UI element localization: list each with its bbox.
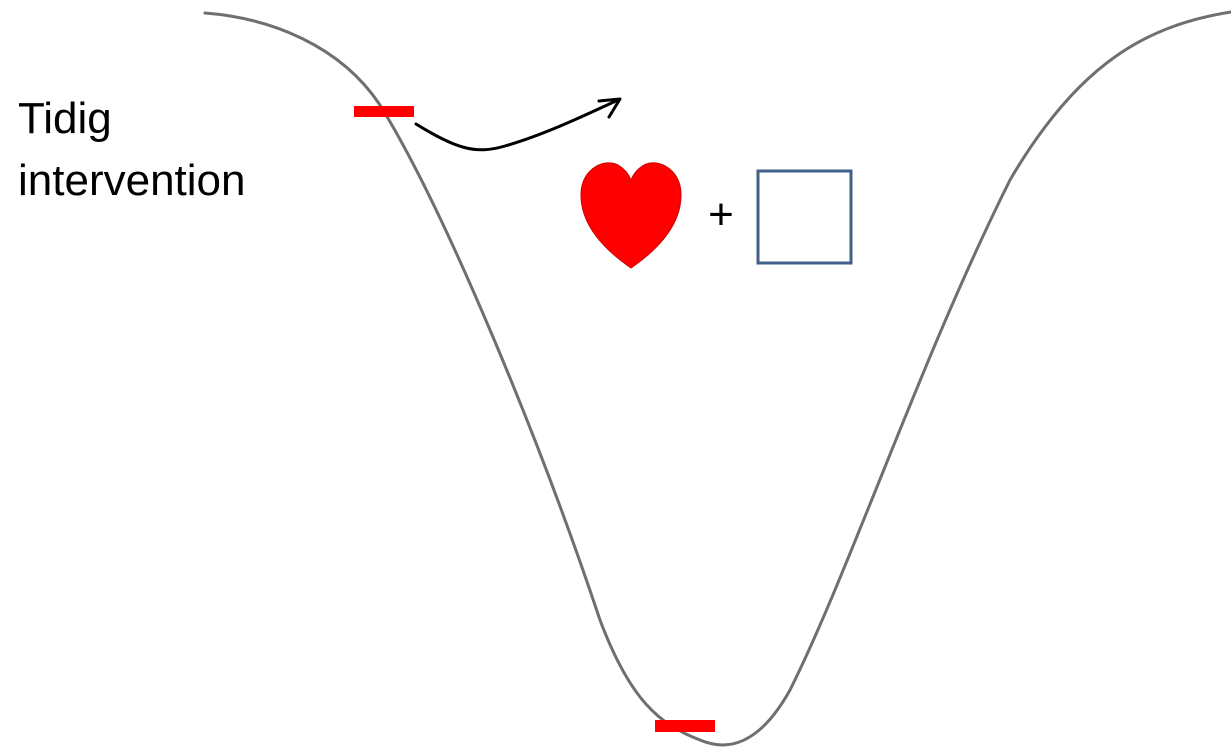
valley-curve xyxy=(203,10,1231,747)
curved-arrow-icon xyxy=(414,98,620,152)
heart-icon xyxy=(580,162,682,269)
early-intervention-marker xyxy=(354,106,414,117)
label-line-1: Tidig xyxy=(18,94,112,143)
early-intervention-label: Tidig intervention xyxy=(18,88,245,212)
square-outline-icon xyxy=(756,169,853,265)
label-line-2: intervention xyxy=(18,156,246,205)
plus-sign: + xyxy=(708,190,734,239)
bottom-marker xyxy=(655,720,715,732)
arrowhead xyxy=(597,97,622,119)
